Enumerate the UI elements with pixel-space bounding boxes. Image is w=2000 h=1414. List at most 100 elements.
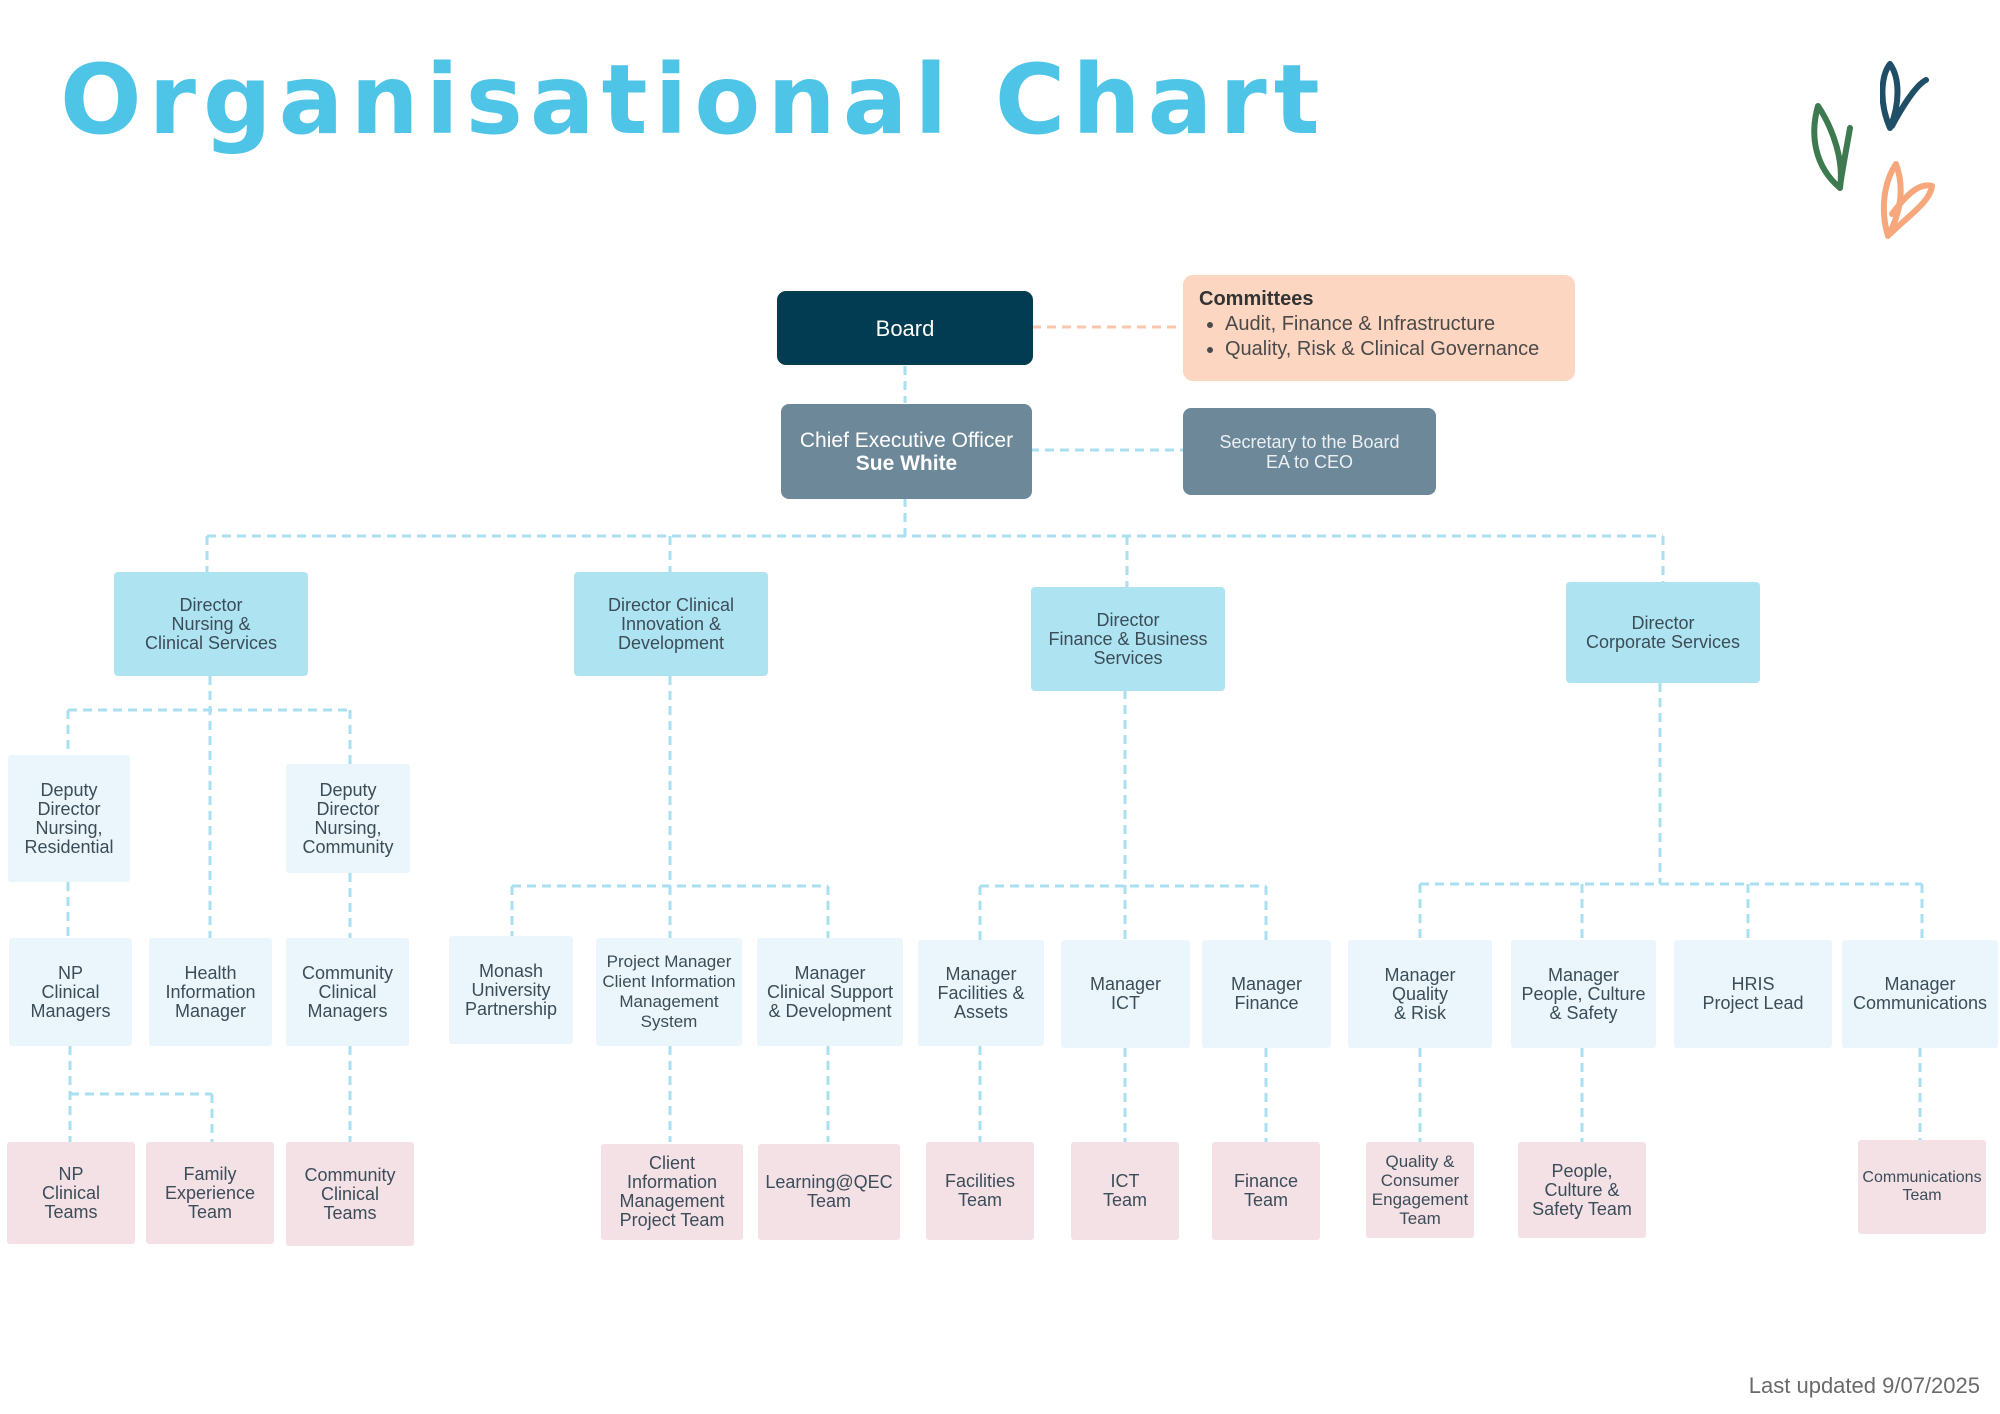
box-line: Manager (174, 1000, 247, 1021)
box-line: Clinical (41, 981, 100, 1002)
box-line: Monash (478, 960, 544, 981)
box-line: Finance (1233, 1171, 1299, 1191)
box-line: Manager (1230, 974, 1303, 994)
box-line: Project Team (619, 1210, 725, 1230)
box-line: Manager (1384, 964, 1456, 985)
manager-health-information-box: Health Information Manager (149, 938, 272, 1046)
box-line: Facilities & (937, 982, 1025, 1003)
box-line: & Safety (1549, 1002, 1618, 1023)
box-line: Experience (164, 1182, 256, 1203)
committee-item: Quality, Risk & Clinical Governance (1225, 337, 1559, 362)
box-line: Director (316, 798, 380, 819)
secretary-line: Secretary to the Board (1219, 431, 1400, 452)
box-line: Development (617, 632, 725, 653)
director-corporate-box: Director Corporate Services (1566, 582, 1760, 683)
box-line: Nursing, (314, 817, 382, 838)
box-line: Consumer (1380, 1171, 1460, 1190)
box-line: Team (1902, 1187, 1942, 1204)
box-line: Management (619, 1191, 725, 1211)
box-line: & Development (768, 1000, 892, 1021)
ceo-name: Sue White (855, 451, 958, 475)
box-line: Residential (24, 836, 114, 857)
box-line: Clinical Support (766, 981, 894, 1002)
box-line: Team (1399, 1209, 1441, 1228)
box-line: Managers (30, 1000, 111, 1021)
box-line: Managers (307, 1000, 388, 1021)
box-line: Manager (945, 963, 1017, 984)
box-line: ICT (1110, 1171, 1140, 1191)
monash-partnership-box: Monash University Partnership (449, 936, 573, 1044)
box-line: Clinical (41, 1182, 101, 1203)
box-line: Manager (1547, 964, 1620, 985)
box-line: Client Information (602, 972, 736, 991)
ict-team-box: ICT Team (1071, 1142, 1179, 1240)
box-line: & Risk (1393, 1002, 1446, 1023)
committees-heading: Committees (1199, 288, 1314, 310)
box-line: Team (1102, 1190, 1147, 1210)
box-line: Innovation & (620, 613, 722, 634)
box-line: Services (1093, 647, 1163, 668)
ceo-box: Chief Executive Officer Sue White (781, 404, 1032, 499)
finance-team-box: Finance Team (1212, 1142, 1320, 1240)
director-finance-box: Director Finance & Business Services (1031, 587, 1225, 691)
box-line: Teams (323, 1202, 377, 1223)
box-line: Director (1631, 612, 1695, 633)
deputy-residential-box: Deputy Director Nursing, Residential (8, 755, 130, 882)
box-line: Director Clinical (607, 594, 735, 615)
manager-community-clinical-box: Community Clinical Managers (286, 938, 409, 1046)
board-box: Board (777, 291, 1033, 365)
deputy-community-box: Deputy Director Nursing, Community (286, 764, 410, 873)
manager-finance-box: Manager Finance (1202, 940, 1331, 1048)
box-line: Clinical (320, 1183, 380, 1204)
box-line: Corporate Services (1585, 631, 1741, 652)
manager-communications-box: Manager Communications (1842, 940, 1998, 1048)
box-line: Finance & Business (1048, 628, 1208, 649)
box-line: Team (957, 1190, 1002, 1210)
box-line: Community (304, 1164, 396, 1185)
box-line: Nursing, (35, 817, 103, 838)
box-line: Clinical (318, 981, 377, 1002)
committees-box: Committees Audit, Finance & Infrastructu… (1183, 275, 1575, 381)
quality-consumer-team-box: Quality & Consumer Engagement Team (1366, 1142, 1474, 1238)
box-line: Engagement (1371, 1190, 1469, 1209)
box-line: Facilities (944, 1171, 1015, 1191)
box-line: Team (1243, 1190, 1288, 1210)
manager-quality-risk-box: Manager Quality & Risk (1348, 940, 1492, 1048)
box-line: ICT (1111, 993, 1140, 1013)
box-line: Manager (1884, 974, 1956, 994)
box-line: Information (626, 1172, 718, 1192)
facilities-team-box: Facilities Team (926, 1142, 1034, 1240)
box-line: Culture & (1544, 1179, 1620, 1200)
box-line: Clinical Services (144, 632, 278, 653)
box-line: Deputy (319, 779, 377, 800)
leaf-icon (1880, 61, 1929, 131)
manager-np-clinical-box: NP Clinical Managers (9, 938, 132, 1046)
box-line: Team (187, 1201, 232, 1222)
box-line: People, Culture (1521, 983, 1646, 1004)
box-line: NP (58, 1163, 84, 1184)
director-clinical-innovation-box: Director Clinical Innovation & Developme… (574, 572, 768, 676)
family-experience-team-box: Family Experience Team (146, 1142, 274, 1244)
box-line: Quality & (1385, 1152, 1455, 1171)
box-line: Information (165, 981, 256, 1002)
learning-qec-team-box: Learning@QEC Team (758, 1144, 900, 1240)
committee-item: Audit, Finance & Infrastructure (1225, 312, 1559, 337)
box-line: Project Manager (606, 952, 732, 971)
manager-facilities-box: Manager Facilities & Assets (918, 940, 1044, 1046)
ceo-title: Chief Executive Officer (799, 428, 1014, 452)
box-line: Communications (1852, 993, 1988, 1013)
secretary-box: Secretary to the Board EA to CEO (1183, 408, 1436, 495)
box-line: Director (37, 798, 101, 819)
director-nursing-box: Director Nursing & Clinical Services (114, 572, 308, 676)
box-line: Communications (1862, 1169, 1982, 1186)
box-line: Community (301, 962, 394, 983)
last-updated-text: Last updated 9/07/2025 (1748, 1373, 1980, 1398)
box-line: Assets (953, 1001, 1009, 1022)
board-label: Board (875, 315, 935, 341)
manager-ict-box: Manager ICT (1061, 940, 1190, 1048)
community-clinical-teams-box: Community Clinical Teams (286, 1142, 414, 1246)
box-line: HRIS (1731, 974, 1775, 994)
hris-project-lead-box: HRIS Project Lead (1674, 940, 1832, 1048)
box-line: Health (184, 962, 237, 983)
